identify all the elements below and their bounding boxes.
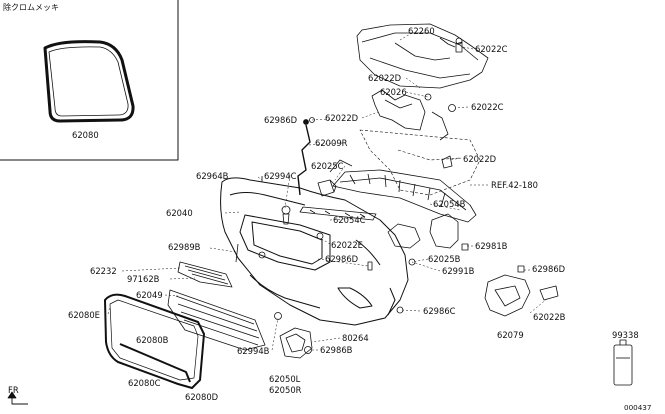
diagram-code: 000437	[624, 403, 652, 412]
label-99338: 99338	[612, 330, 639, 340]
label-62080-inset: 62080	[72, 130, 99, 140]
label-62986d-c: 62986D	[532, 264, 566, 274]
label-62025c: 62025C	[311, 161, 344, 171]
label-62981b: 62981B	[475, 241, 508, 251]
label-62991b: 62991B	[442, 266, 475, 276]
lower-grille-drawing	[177, 261, 233, 288]
label-62080c: 62080C	[128, 378, 161, 388]
label-62022d-c: 62022D	[463, 154, 497, 164]
label-62022e: 62022E	[331, 240, 363, 250]
label-62022d-b: 62022D	[325, 113, 359, 123]
chrome-frame-drawing	[104, 293, 205, 389]
inset-frame	[0, 0, 179, 161]
label-62050l: 62050L	[269, 374, 301, 384]
label-62994c: 62994C	[264, 171, 297, 181]
label-62054b: 62054B	[433, 199, 466, 209]
upper-cover-drawing	[356, 23, 489, 89]
front-arrow-icon	[7, 391, 28, 405]
fasteners-drawing	[235, 37, 525, 354]
label-62025b: 62025B	[428, 254, 461, 264]
label-62050r: 62050R	[269, 385, 302, 395]
bracket-62025c-drawing	[317, 179, 337, 197]
label-62022c-mid: 62022C	[471, 102, 504, 112]
label-62026: 62026	[380, 87, 407, 97]
label-62080d: 62080D	[185, 392, 219, 402]
label-80264: 80264	[342, 333, 369, 343]
label-62054c: 62054C	[333, 215, 366, 225]
label-62022b: 62022B	[533, 312, 566, 322]
grille-mesh-drawing	[167, 289, 266, 351]
paint-bottle-drawing	[613, 339, 633, 386]
label-62022d-a: 62022D	[368, 73, 402, 83]
bumper-reinforcement-drawing	[329, 159, 477, 223]
frame-lower-strip-drawing	[119, 343, 191, 383]
label-62986c: 62986C	[423, 306, 456, 316]
label-62260: 62260	[408, 26, 435, 36]
bumper-face-drawing	[220, 177, 409, 326]
wire-harness-drawing	[297, 124, 311, 196]
fog-cover-drawing	[279, 327, 313, 359]
leader-lines	[107, 32, 549, 351]
label-ref-42-180: REF.42-180	[491, 180, 538, 190]
label-62986d-a: 62986D	[264, 115, 298, 125]
label-62964b: 62964B	[196, 171, 229, 181]
label-97162b: 97162B	[127, 274, 160, 284]
label-62080e: 62080E	[68, 310, 100, 320]
side-bracket-drawing	[387, 213, 459, 249]
radiator-support-drawing	[359, 129, 481, 196]
center-bracket-drawing	[371, 89, 449, 141]
label-62989b: 62989B	[168, 242, 201, 252]
label-62079: 62079	[497, 330, 524, 340]
label-62049: 62049	[136, 290, 163, 300]
label-62994b: 62994B	[237, 346, 270, 356]
label-62009r: 62009R	[315, 138, 348, 148]
label-62080b: 62080B	[136, 335, 169, 345]
label-62232: 62232	[90, 266, 117, 276]
chrome-exclusion-note: 除クロムメッキ	[3, 3, 59, 12]
lower-bar-drawing	[299, 206, 377, 221]
label-62986b: 62986B	[320, 345, 353, 355]
label-62040: 62040	[166, 208, 193, 218]
grille-frame-inset-drawing	[43, 40, 135, 123]
label-62986d-b: 62986D	[325, 254, 359, 264]
label-62022c-top: 62022C	[475, 44, 508, 54]
front-direction-label: FR	[8, 385, 19, 395]
fog-lamp-bracket-drawing	[484, 274, 559, 317]
